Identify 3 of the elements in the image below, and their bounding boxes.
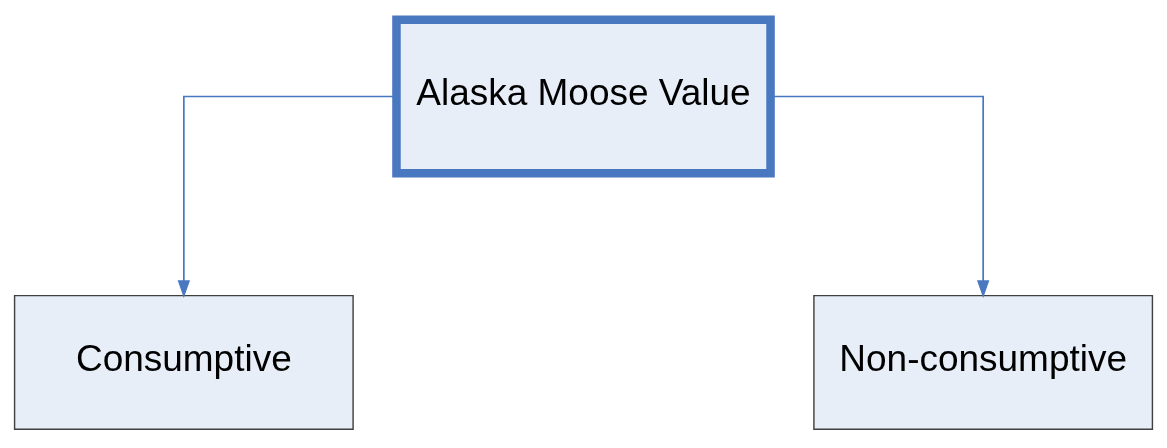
node-box: Alaska Moose Value [392,14,775,178]
node-box: Consumptive [13,294,354,430]
node-box: Non-consumptive [813,294,1154,430]
